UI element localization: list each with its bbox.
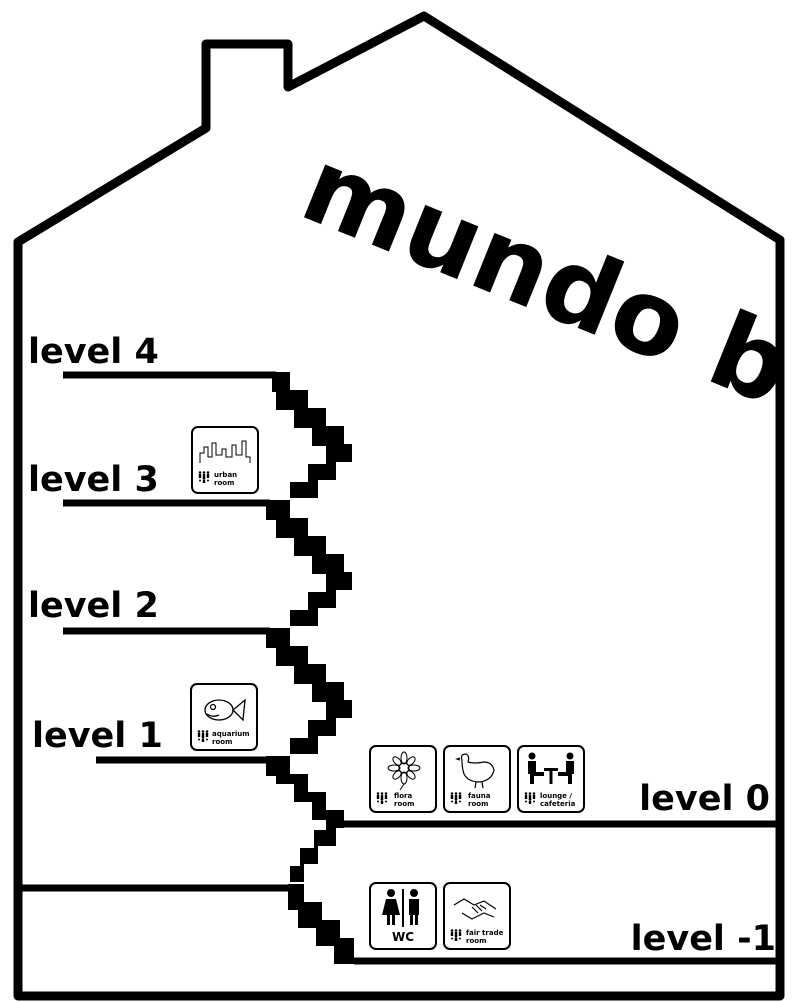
level-2-label: level 2: [28, 586, 159, 626]
wc-sign: WC: [370, 883, 436, 949]
lounge-cafeteria-sign: lounge / cafeteria: [518, 746, 584, 812]
aquarium-room-sign: aquarium room: [191, 684, 257, 750]
fair-trade-room-sign: fair trade room: [444, 883, 510, 949]
fauna-room-line1: fauna: [468, 792, 491, 800]
urban-room-line1: urban: [214, 471, 237, 479]
level-1-label: level 1: [32, 716, 163, 756]
lounge-line2: cafeteria: [540, 800, 576, 808]
level-4-label: level 4: [28, 332, 159, 372]
urban-room-line2: room: [214, 479, 234, 487]
fauna-room-sign: fauna room: [444, 746, 510, 812]
level-minus-1-label: level -1: [631, 919, 776, 959]
level-0-label: level 0: [639, 779, 770, 819]
wc-label: WC: [392, 930, 414, 944]
lounge-line1: lounge /: [540, 792, 572, 800]
urban-room-sign: urban room: [192, 427, 258, 493]
fair-trade-line1: fair trade: [466, 929, 504, 937]
fauna-room-line2: room: [468, 800, 488, 808]
flora-room-line2: room: [394, 800, 414, 808]
level-3-label: level 3: [28, 460, 159, 500]
fair-trade-line2: room: [466, 937, 486, 945]
aquarium-room-line1: aquarium: [212, 730, 250, 738]
aquarium-room-line2: room: [212, 738, 232, 746]
flora-room-line1: flora: [394, 792, 412, 800]
flora-room-sign: flora room: [370, 746, 436, 812]
building-title: mundo b: [287, 124, 792, 429]
staircase: [266, 372, 354, 964]
